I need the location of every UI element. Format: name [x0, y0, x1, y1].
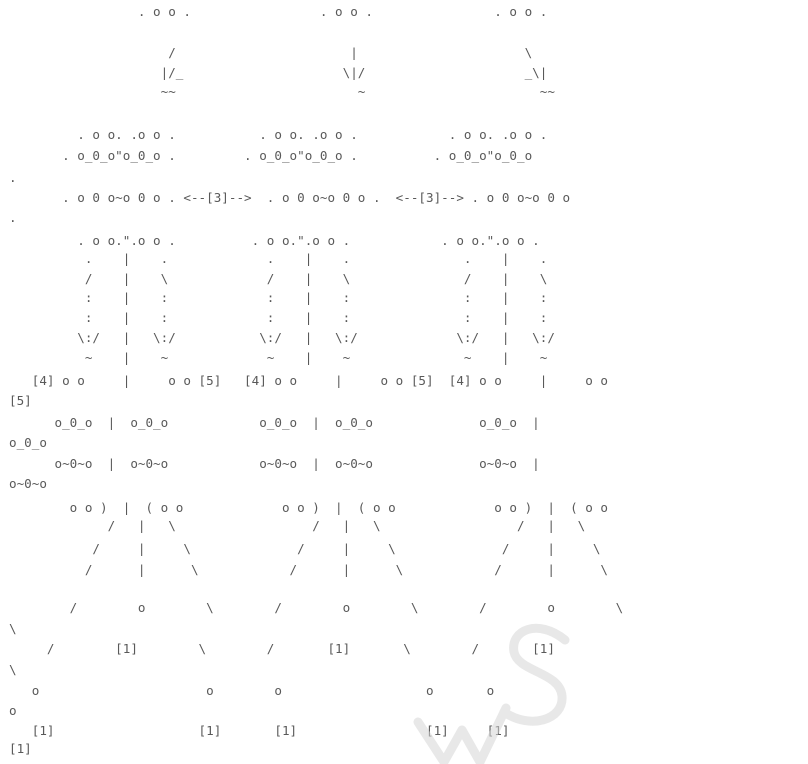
- diagram-line: / | \ / | \ / | \: [9, 562, 608, 578]
- diagram-line: o~0~o | o~0~o o~0~o | o~0~o o~0~o |: [9, 456, 540, 472]
- diagram-line: o~0~o: [9, 476, 47, 492]
- diagram-line: \: [9, 621, 17, 637]
- diagram-line: .: [9, 170, 17, 186]
- diagram-line: / | \ / | \ / | \: [9, 271, 547, 287]
- diagram-line: . o_0_o"o_0_o . . o_0_o"o_0_o . . o_0_o"…: [9, 148, 532, 164]
- diagram-line: |/_ \|/ _\|: [9, 65, 547, 81]
- diagram-line: ~ | ~ ~ | ~ ~ | ~: [9, 350, 547, 366]
- diagram-line: [4] o o | o o [5] [4] o o | o o [5] [4] …: [9, 373, 608, 389]
- diagram-line: o_0_o: [9, 435, 47, 451]
- diagram-line: . o o.".o o . . o o.".o o . . o o.".o o …: [9, 233, 540, 249]
- diagram-line: ~~ ~ ~~: [9, 84, 555, 100]
- diagram-line: / | \: [9, 45, 532, 61]
- diagram-line: : | : : | : : | :: [9, 310, 547, 326]
- diagram-line: . o o . . o o . . o o .: [9, 4, 547, 20]
- diagram-line: [5]: [9, 393, 32, 409]
- diagram-line: o o ) | ( o o o o ) | ( o o o o ) | ( o …: [9, 500, 608, 516]
- diagram-line: / | \ / | \ / | \: [9, 541, 600, 557]
- diagram-line: . | . . | . . | .: [9, 251, 547, 267]
- watermark-graphic: [400, 612, 590, 764]
- diagram-line: \:/ | \:/ \:/ | \:/ \:/ | \:/: [9, 330, 555, 346]
- diagram-line: . o o. .o o . . o o. .o o . . o o. .o o …: [9, 127, 547, 143]
- diagram-line: : | : : | : : | :: [9, 290, 547, 306]
- diagram-line: o_0_o | o_0_o o_0_o | o_0_o o_0_o |: [9, 415, 540, 431]
- diagram-line: . o 0 o~o 0 o . <--[3]--> . o 0 o~o 0 o …: [9, 190, 570, 206]
- diagram-line: .: [9, 210, 17, 226]
- diagram-line: \: [9, 662, 17, 678]
- diagram-line: o: [9, 703, 17, 719]
- diagram-line: / | \ / | \ / | \: [9, 518, 585, 534]
- diagram-line: [1]: [9, 741, 32, 757]
